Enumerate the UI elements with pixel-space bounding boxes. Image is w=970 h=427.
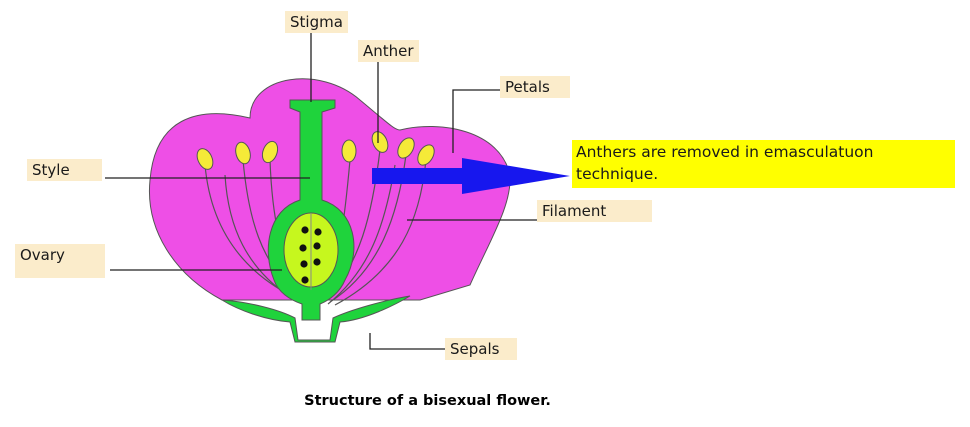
figure-caption: Structure of a bisexual flower. bbox=[304, 393, 551, 409]
emasculation-note: Anthers are removed in emasculatuon tech… bbox=[572, 140, 955, 188]
ovules bbox=[299, 226, 322, 284]
sepals-shape bbox=[221, 295, 411, 343]
sepals-label: Sepals bbox=[445, 338, 517, 360]
anther-label: Anther bbox=[358, 40, 419, 62]
anthers bbox=[196, 131, 435, 170]
petals-label: Petals bbox=[500, 76, 570, 98]
leader-lines bbox=[105, 30, 540, 350]
filament-label: Filament bbox=[537, 200, 652, 222]
emasculation-arrow bbox=[372, 158, 570, 194]
ovary-label: Ovary bbox=[15, 244, 105, 278]
style-label: Style bbox=[27, 159, 102, 181]
stigma-label: Stigma bbox=[285, 11, 348, 33]
